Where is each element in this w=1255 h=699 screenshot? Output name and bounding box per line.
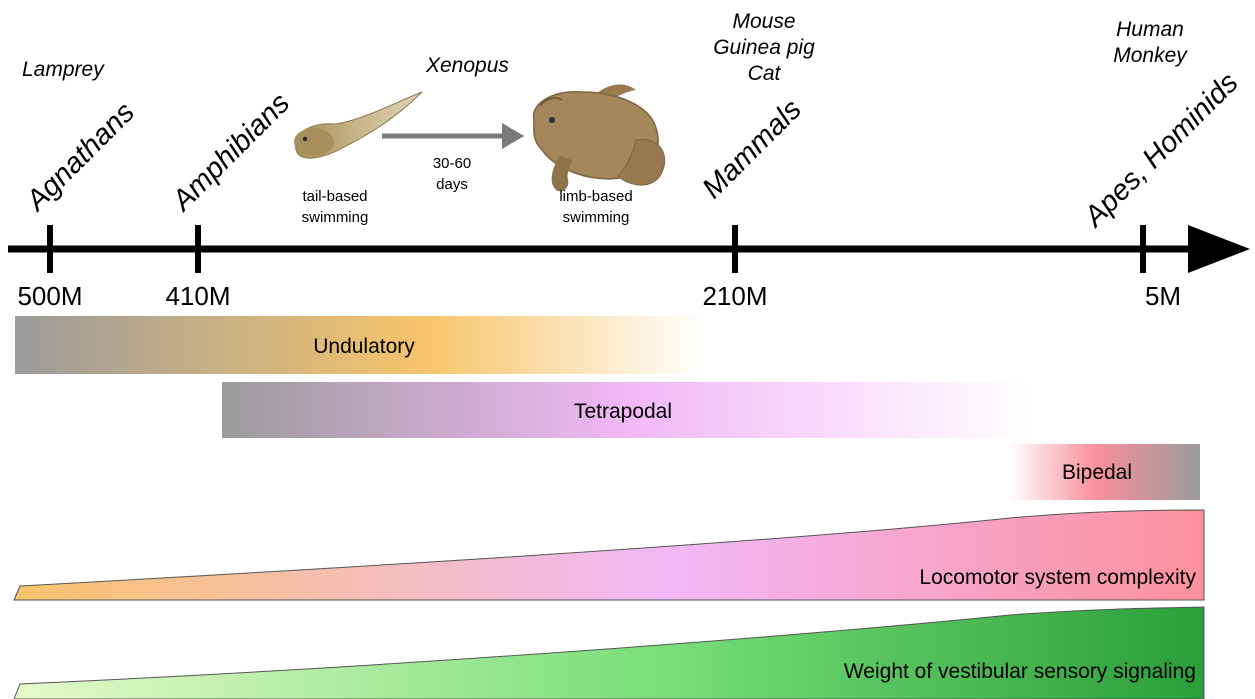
tetrapodal-bar (222, 382, 1030, 438)
tick-label-5m: 5M (1145, 281, 1181, 311)
tetrapodal-label: Tetrapodal (574, 400, 672, 423)
organism-mouse: Mouse (732, 10, 795, 33)
vestibular-signaling-wedge (13, 606, 1205, 699)
organism-guinea-pig: Guinea pig (713, 36, 815, 59)
group-mammals: Mammals (696, 93, 807, 204)
group-apes-hominids: Apes, Hominids (1077, 67, 1245, 235)
arrow-caption-line1: 30-60 (433, 155, 471, 172)
undulatory-bar (15, 316, 705, 374)
tadpole-caption-line2: swimming (302, 209, 369, 226)
development-arrow (382, 123, 524, 149)
locomotor-complexity-label: Locomotor system complexity (919, 566, 1196, 589)
tadpole-caption-line1: tail-based (302, 188, 367, 205)
frog-caption-line2: swimming (563, 209, 630, 226)
group-amphibians: Amphibians (165, 87, 296, 218)
bipedal-label: Bipedal (1062, 461, 1132, 484)
arrow-caption-line2: days (436, 176, 468, 193)
tick-label-410m: 410M (165, 281, 230, 311)
frog-illustration (532, 84, 666, 192)
vestibular-signaling-label: Weight of vestibular sensory signaling (844, 660, 1196, 683)
locomotor-complexity-wedge (13, 509, 1205, 601)
organism-human: Human (1116, 18, 1184, 41)
organism-cat: Cat (748, 62, 782, 85)
organism-monkey: Monkey (1113, 44, 1188, 67)
tick-label-500m: 500M (17, 281, 82, 311)
frog-caption-line1: limb-based (559, 188, 632, 205)
tadpole-illustration (294, 91, 423, 159)
group-agnathans: Agnathans (19, 96, 141, 218)
tick-label-210m: 210M (702, 281, 767, 311)
timeline-axis (8, 225, 1250, 273)
organism-lamprey: Lamprey (22, 58, 105, 81)
bipedal-bar (1010, 444, 1200, 500)
undulatory-label: Undulatory (313, 335, 415, 358)
organism-xenopus: Xenopus (425, 54, 509, 77)
